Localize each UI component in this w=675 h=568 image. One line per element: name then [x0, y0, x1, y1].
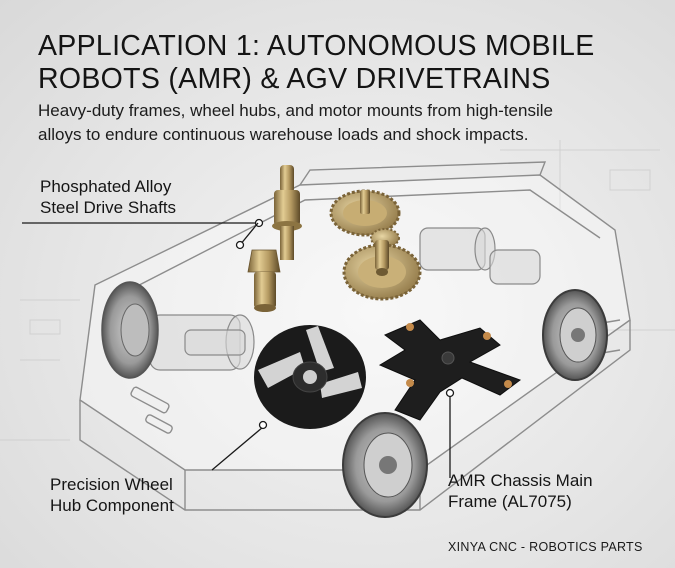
subtitle-line-2: alloys to endure continuous warehouse lo…	[38, 125, 529, 144]
callout-frame-line-1: AMR Chassis Main	[448, 471, 593, 490]
page-subtitle: Heavy-duty frames, wheel hubs, and motor…	[38, 99, 658, 147]
gear-lower	[342, 240, 422, 301]
wheel-front-right	[542, 289, 608, 381]
title-line-1: APPLICATION 1: AUTONOMOUS MOBILE	[38, 30, 595, 62]
callout-shafts-line-2: Steel Drive Shafts	[40, 198, 177, 217]
internal-motor-right	[419, 227, 541, 285]
callout-dot-shafts-b	[235, 240, 245, 250]
chassis-cross-frame	[378, 319, 522, 421]
subtitle-line-1: Heavy-duty frames, wheel hubs, and motor…	[38, 101, 553, 120]
callout-lines	[22, 218, 455, 478]
page-title: APPLICATION 1: AUTONOMOUS MOBILE ROBOTS …	[38, 30, 658, 96]
wheel-hub-component	[254, 325, 366, 429]
callout-hub-line-2: Hub Component	[50, 496, 174, 515]
brand-footer: XINYA CNC - ROBOTICS PARTS	[448, 540, 643, 554]
callout-wheel-hub: Precision Wheel Hub Component	[50, 474, 250, 516]
background-tech-lines	[0, 140, 675, 441]
callout-chassis-frame: AMR Chassis Main Frame (AL7075)	[448, 470, 648, 512]
drive-shaft-bevel	[247, 249, 281, 312]
callout-dot-hub	[258, 420, 268, 430]
callout-shafts-line-1: Phosphated Alloy	[40, 177, 172, 196]
wheel-front-center	[342, 412, 428, 518]
callout-drive-shafts: Phosphated Alloy Steel Drive Shafts	[40, 176, 240, 218]
internal-motor-left	[149, 314, 255, 371]
wheel-rear-left	[101, 281, 159, 379]
title-line-2: ROBOTS (AMR) & AGV DRIVETRAINS	[38, 63, 551, 95]
drive-shaft-tall	[272, 165, 302, 260]
callout-dot-frame	[445, 388, 455, 398]
callout-hub-line-1: Precision Wheel	[50, 475, 173, 494]
callout-frame-line-2: Frame (AL7075)	[448, 492, 572, 511]
